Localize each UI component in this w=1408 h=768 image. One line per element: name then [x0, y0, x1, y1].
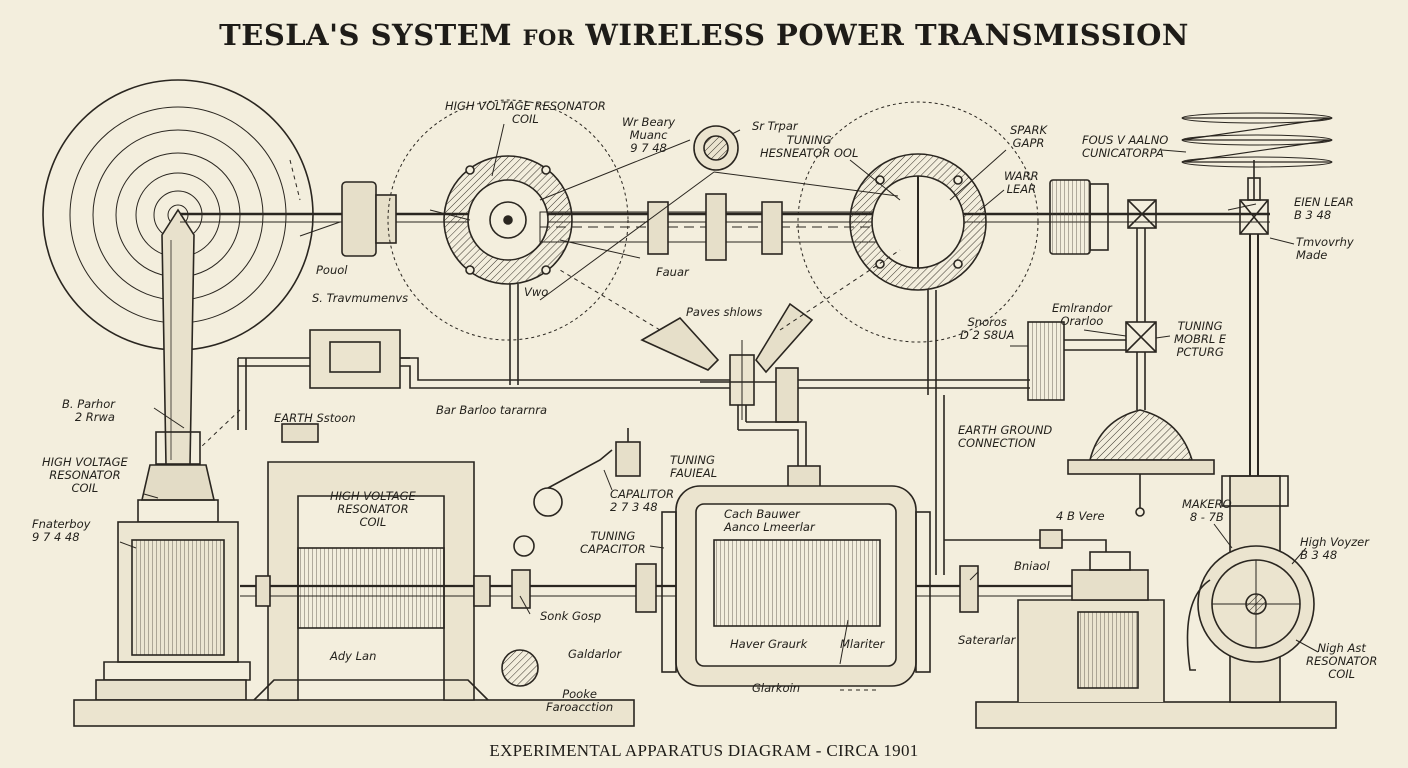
right-bottom-coil: [1017, 551, 1165, 702]
label-tuning-fauieal: TUNING FAUIEAL: [670, 453, 718, 480]
diagram-title: TESLA'S SYSTEM FOR WIRELESS POWER TRANSM…: [0, 18, 1408, 52]
label-cach-bauwer: Cach Bauwer Aanco Lmeerlar: [724, 507, 815, 534]
label-sncros: Snoros D 2 S8UA: [960, 315, 1015, 342]
label-bniaol: Bniaol: [1014, 559, 1050, 573]
label-hv-coil-left: HIGH VOLTAGE RESONATOR COIL: [42, 455, 128, 495]
label-galdarlor: Galdarlor: [568, 647, 622, 661]
label-haver-graurk: Haver Graurk: [730, 637, 808, 651]
right-spool: [1049, 179, 1091, 255]
bell-dome: [1088, 409, 1194, 461]
label-glarkoin: Glarkoin: [752, 681, 801, 695]
label-makero: MAKERO 8 - 7B: [1182, 497, 1232, 524]
label-fnaterboy: Fnaterboy 9 7 4 48: [32, 517, 91, 544]
valve-lower: [501, 649, 539, 687]
label-mlaritor: Mlariter: [840, 637, 885, 651]
left-frame-coil: [253, 461, 489, 701]
base-plate-left: [73, 699, 635, 727]
label-sonk-gosp: Sonk Gosp: [540, 609, 602, 623]
label-vwo: Vwo: [524, 285, 549, 299]
label-fauar: Fauar: [656, 265, 689, 279]
label-hv-coil-top: HIGH VOLTAGE RESONATOR COIL: [445, 99, 606, 126]
label-s-tramvens: S. Travmumenvs: [312, 291, 409, 305]
upper-resonator-ring-left: [387, 99, 629, 341]
center-coil-housing: [661, 485, 931, 687]
emitter-box: [1027, 321, 1065, 401]
left-spool: [341, 181, 377, 257]
title-part-1: TESLA'S SYSTEM: [219, 18, 512, 52]
label-spark-gap: SPARK GAPR: [1010, 123, 1048, 150]
label-pooke: Pooke Faroacction: [546, 687, 614, 714]
label-earth-ground: EARTH GROUND CONNECTION: [958, 423, 1053, 450]
antenna: [1181, 112, 1333, 201]
label-earth-sstoon: EARTH Sstoon: [274, 411, 356, 425]
label-saterarlar: Saterarlar: [958, 633, 1016, 647]
leader-lines: [119, 123, 1319, 665]
label-pavos-strows: Paves shlows: [686, 305, 763, 319]
label-hv-coil-center: HIGH VOLTAGE RESONATOR COIL: [330, 489, 416, 529]
label-eb-vere: 4 B Vere: [1056, 509, 1105, 523]
s-transmitter-box: [309, 329, 401, 389]
left-tower: [95, 208, 251, 701]
label-high-voyzer: High Voyzer B 3 48: [1300, 535, 1369, 562]
label-tuning-resonator: TUNING HESNEATOR OOL: [760, 133, 859, 160]
label-warr-lear: WARR LEAR: [1004, 169, 1039, 196]
title-part-3: WIRELESS POWER TRANSMISSION: [585, 18, 1189, 52]
label-fous-capacitor: FOUS V AALNO CUNICATORPA: [1082, 133, 1169, 160]
label-tuning-capacitor: TUNING CAPACITOR: [580, 529, 646, 556]
label-b-parhor: B. Parhor 2 Rrwa: [62, 397, 115, 424]
label-timvory-mode: Tmvovrhy Made: [1296, 235, 1354, 262]
base-plate-right: [975, 701, 1337, 729]
title-part-2: FOR: [522, 25, 575, 50]
label-nigh-ast: Nigh Ast RESONATOR COIL: [1306, 641, 1378, 681]
upper-resonator-ring-right: [797, 101, 1039, 343]
label-wr-beary: Wr Beary Muanc 9 7 48: [622, 115, 676, 155]
label-pouol: Pouol: [316, 263, 348, 277]
label-bar-berloo: Bar Barloo tararnra: [436, 403, 548, 417]
label-sr-trpar: Sr Trpar: [752, 119, 798, 133]
diagram-caption: EXPERIMENTAL APPARATUS DIAGRAM - CIRCA 1…: [489, 741, 919, 760]
label-enlrandor: Emlrandor Orarloo: [1052, 301, 1112, 328]
right-generator: [1186, 475, 1315, 703]
label-ady-lan: Ady Lan: [330, 649, 377, 663]
central-spark-assembly: [640, 302, 814, 420]
label-tuning-mobe: TUNING MOBRL E PCTURG: [1174, 319, 1227, 359]
label-capacitor: CAPALITOR 2 7 3 48: [610, 487, 674, 514]
label-eien-lear: EIEN LEAR B 3 48: [1294, 195, 1354, 222]
valve-upper: [533, 487, 563, 517]
